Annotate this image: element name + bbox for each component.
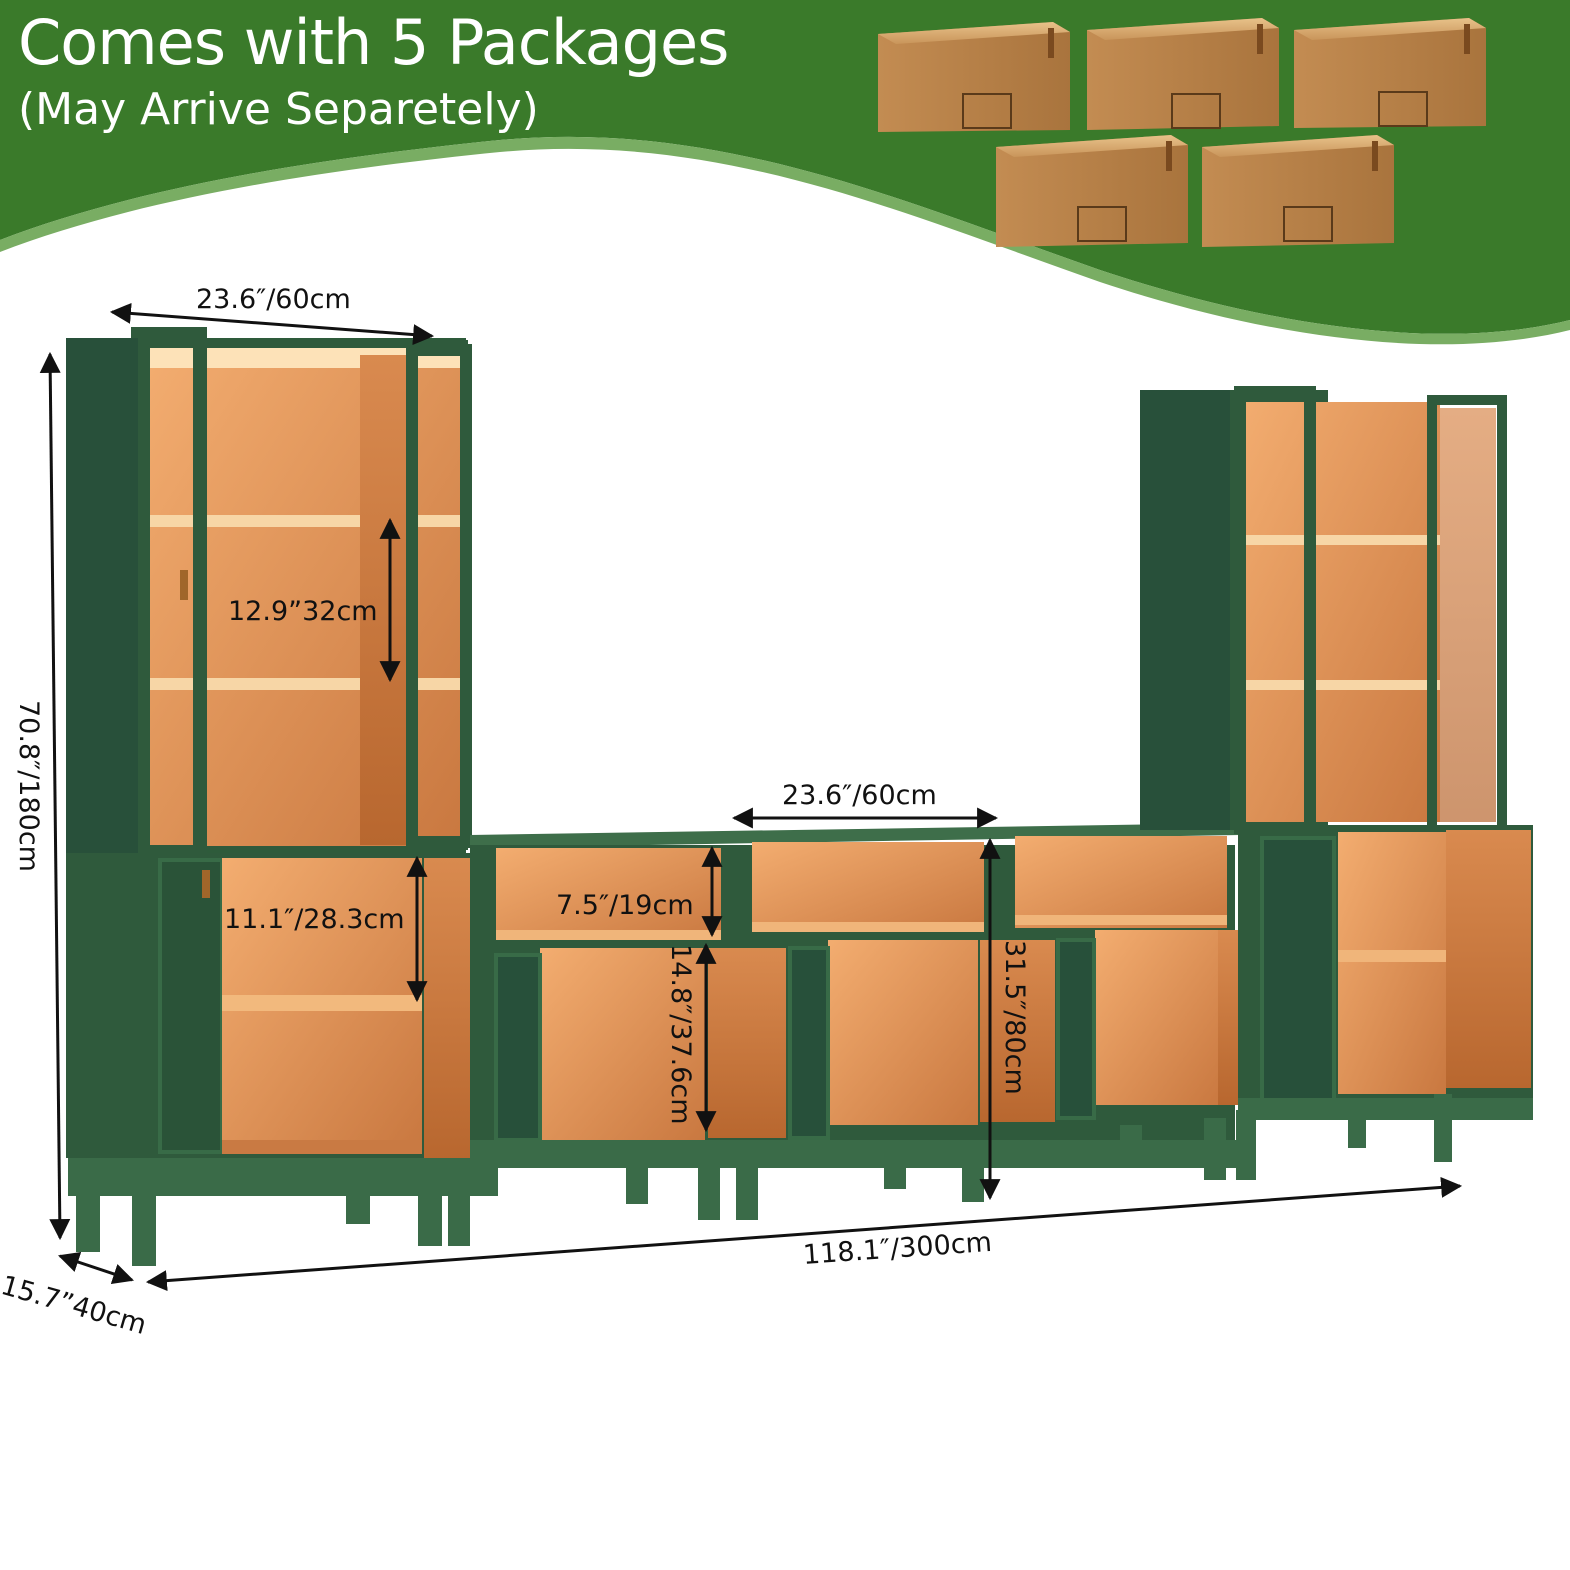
- package-box: [1294, 18, 1486, 128]
- dim-line-top-width: [109, 302, 435, 346]
- dim-label-lower-cabinet: 14.8″/37.6cm: [665, 944, 696, 1125]
- dim-label-cabinet-gap: 11.1″/28.3cm: [224, 904, 405, 935]
- dim-label-middle-width: 23.6″/60cm: [782, 780, 937, 811]
- dim-label-overall-height: 70.8″/180cm: [13, 700, 44, 872]
- middle-sideboards: [448, 823, 1304, 1246]
- banner-title: Comes with 5 Packages: [18, 6, 729, 79]
- dimension-lines: [39, 302, 1463, 1292]
- dim-label-top-width: 23.6″/60cm: [196, 284, 351, 315]
- right-tall-cabinet: [1140, 386, 1533, 1180]
- dim-line-overall-height: [39, 351, 71, 1241]
- dim-line-depth: [58, 1252, 134, 1284]
- package-box: [1202, 135, 1394, 247]
- package-box: [996, 135, 1188, 247]
- package-box: [878, 22, 1070, 132]
- dim-label-open-shelf: 7.5″/19cm: [556, 890, 694, 921]
- dim-label-shelf-gap: 12.9”32cm: [228, 596, 378, 627]
- dim-label-middle-height: 31.5″/80cm: [999, 940, 1030, 1095]
- dim-line-overall-width: [145, 1176, 1463, 1292]
- left-tall-cabinet: [66, 327, 498, 1266]
- package-box: [1087, 18, 1279, 130]
- banner-subtitle: (May Arrive Separetely): [18, 84, 539, 135]
